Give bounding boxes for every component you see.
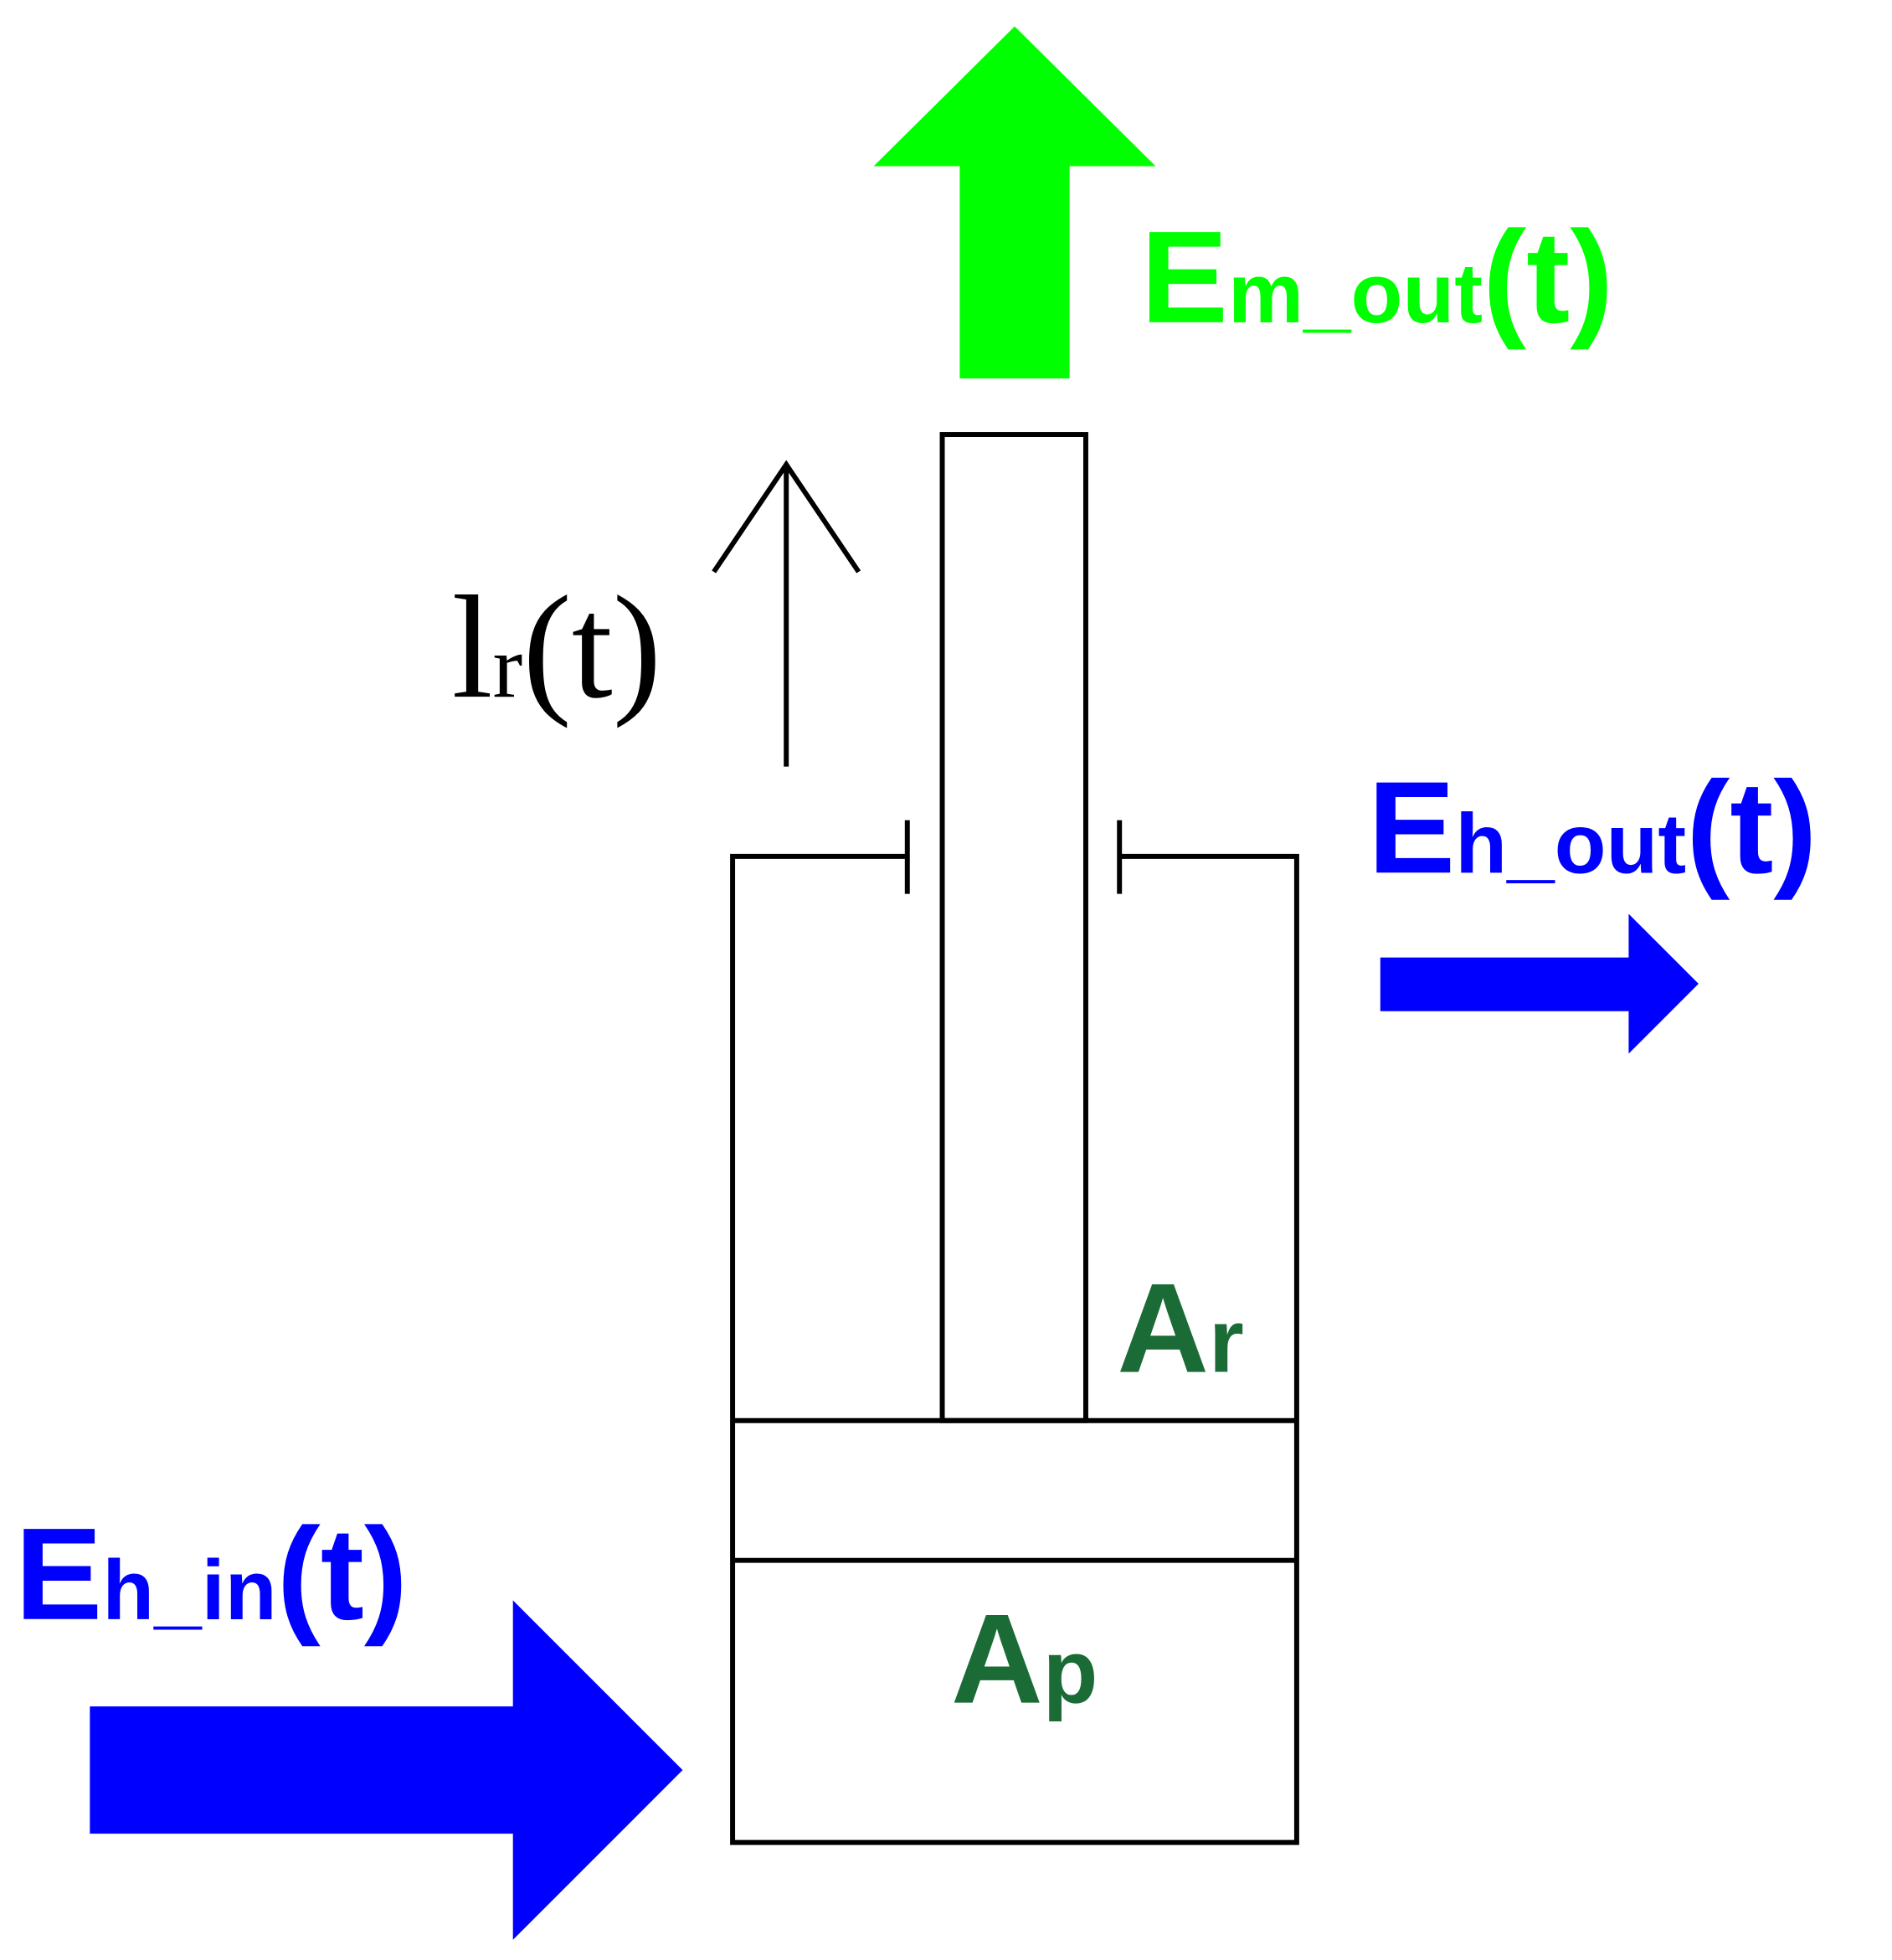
piston-head — [733, 1417, 1297, 1563]
rod-length-label: lr(t) — [452, 566, 662, 729]
em-out-label: Em_out(t) — [1141, 204, 1614, 351]
rod-displacement-arrow — [712, 460, 861, 767]
piston-rod — [939, 432, 1088, 1423]
eh-out-label: Eh_out(t) — [1368, 754, 1817, 901]
mechanical-output-arrow — [873, 26, 1156, 378]
eh-in-label: Eh_in(t) — [15, 1501, 408, 1648]
hydraulic-input-arrow — [90, 1600, 683, 1940]
rod-area-label: Ar — [1117, 1258, 1244, 1400]
piston-area-label: Ap — [951, 1588, 1098, 1731]
cylinder-body — [730, 820, 1299, 1845]
hydraulic-output-arrow — [1380, 913, 1699, 1054]
